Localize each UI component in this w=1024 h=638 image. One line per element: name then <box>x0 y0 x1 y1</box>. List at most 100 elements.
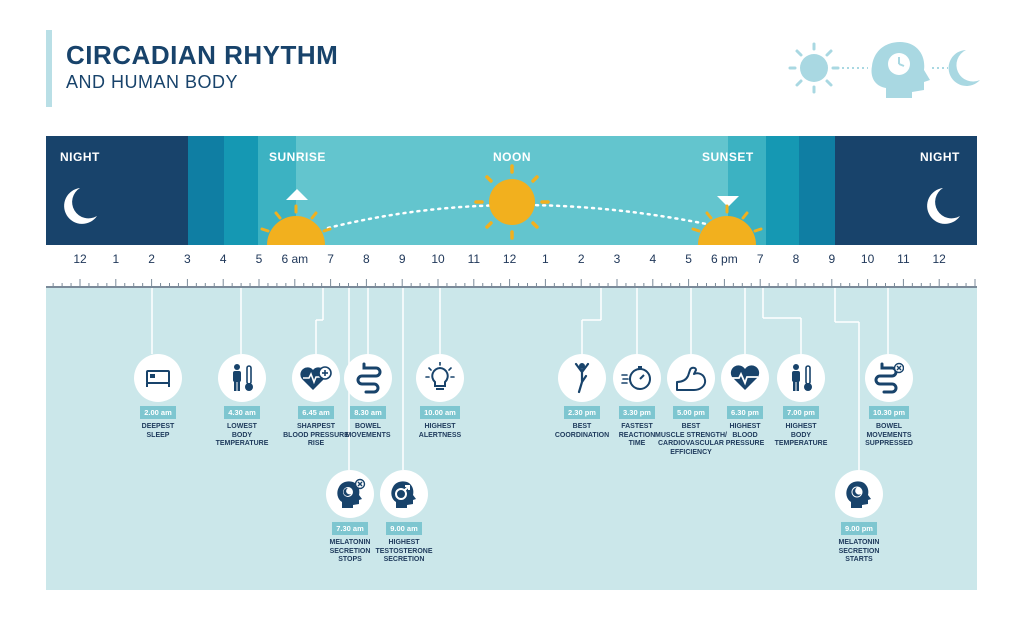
event-label-line: COORDINATION <box>554 431 610 439</box>
moon-icon-right <box>927 188 960 224</box>
tick-label: 11 <box>897 252 910 266</box>
tick-label: 7 <box>327 252 334 266</box>
event-label-line: SLEEP <box>146 431 170 439</box>
event-label-line: SHARPEST <box>296 423 336 430</box>
event-label-line: ALERTNESS <box>418 431 462 439</box>
tick-label: 4 <box>649 252 657 266</box>
event-time-badge: 2.00 am <box>140 406 176 419</box>
event-label-line: SECRETION <box>838 547 880 555</box>
tick-label: 3 <box>184 252 191 266</box>
event-time-badge: 10.30 pm <box>868 406 910 419</box>
night-right-label: NIGHT <box>920 150 960 164</box>
events-panel <box>46 288 977 590</box>
event-label-line: PRESSURE <box>725 440 765 447</box>
event-label-line: HIGHEST <box>729 423 761 430</box>
tick-label: 8 <box>792 252 800 266</box>
head-male-icon <box>380 470 428 518</box>
event-label-line: LOWEST <box>227 423 257 430</box>
event-time-badge: 5.00 pm <box>673 406 709 419</box>
event-label-line: BOWEL <box>875 423 903 430</box>
event-label-line: RISE <box>307 440 325 447</box>
tick-label: 4 <box>219 252 227 266</box>
tick-label: 12 <box>502 252 517 266</box>
tick-label: 5 <box>685 252 692 266</box>
event-label-line: BODY <box>790 431 812 439</box>
tick-label: 9 <box>398 252 406 266</box>
event-label-line: FASTEST <box>621 423 653 430</box>
event-label-line: MUSCLE STRENGTH/ <box>655 431 727 439</box>
event-label-line: SECRETION <box>383 556 425 563</box>
page-subtitle: AND HUMAN BODY <box>66 72 239 92</box>
sunset-arrow-icon <box>717 196 739 207</box>
event-label-line: BODY <box>231 431 253 439</box>
page-title: CIRCADIAN RHYTHM <box>66 40 339 70</box>
event-label-line: HIGHEST <box>785 423 817 430</box>
event-label-line: EFFICIENCY <box>670 448 712 456</box>
tick-label: 10 <box>860 252 875 266</box>
event-label-line: TIME <box>628 440 646 447</box>
sunset-label: SUNSET <box>702 150 754 164</box>
title-accent-bar <box>46 30 52 107</box>
event-label-line: REACTION <box>618 431 656 439</box>
event-label-line: TEMPERATURE <box>774 440 828 447</box>
event-time-badge: 6.30 pm <box>727 406 763 419</box>
event-label-line: MOVEMENTS <box>345 431 391 439</box>
rising-sun-icon <box>260 204 332 245</box>
head-clock-icon <box>871 42 930 98</box>
thermometer-person-icon <box>218 354 266 402</box>
day-night-band <box>46 136 977 245</box>
event-label-line: MELATONIN <box>838 539 880 546</box>
thermometer-person-icon <box>777 354 825 402</box>
event-time-badge: 4.30 am <box>224 406 260 419</box>
moon-icon-left <box>64 188 97 224</box>
bed-icon <box>134 354 182 402</box>
event-label-line: BEST <box>572 423 592 430</box>
tick-label: 12 <box>73 252 87 266</box>
moon-icon <box>948 50 980 86</box>
event-time-badge: 2.30 pm <box>564 406 600 419</box>
event-time-badge: 7.00 pm <box>783 406 819 419</box>
event-label-line: SUPPRESSED <box>865 440 913 447</box>
sun-path-arc <box>326 203 728 230</box>
event-label-line: SECRETION <box>329 547 371 555</box>
heart-plus-icon <box>292 354 340 402</box>
dusk-band-2 <box>766 136 799 245</box>
dawn-band-1 <box>188 136 224 245</box>
event-label-line: STOPS <box>338 556 362 563</box>
sun-icon <box>788 42 840 94</box>
event-time-badge: 3.30 pm <box>619 406 655 419</box>
tick-label: 10 <box>431 252 445 266</box>
sunrise-label: SUNRISE <box>269 150 326 164</box>
intestine-cross-icon <box>865 354 913 402</box>
event-label-line: TESTOSTERONE <box>375 547 433 555</box>
event-time-badge: 10.00 am <box>420 406 460 419</box>
tick-label: 7 <box>756 252 764 266</box>
event-label-line: CARDIOVASCULAR <box>658 440 724 447</box>
tick-label: 11 <box>467 252 481 266</box>
tick-label: 6 am <box>281 252 309 266</box>
header-icons <box>788 42 980 98</box>
tick-label: 2 <box>577 252 585 266</box>
head-cross-icon <box>326 470 374 518</box>
tick-label: 2 <box>148 252 155 266</box>
event-time-badge: 7.30 am <box>332 522 368 535</box>
